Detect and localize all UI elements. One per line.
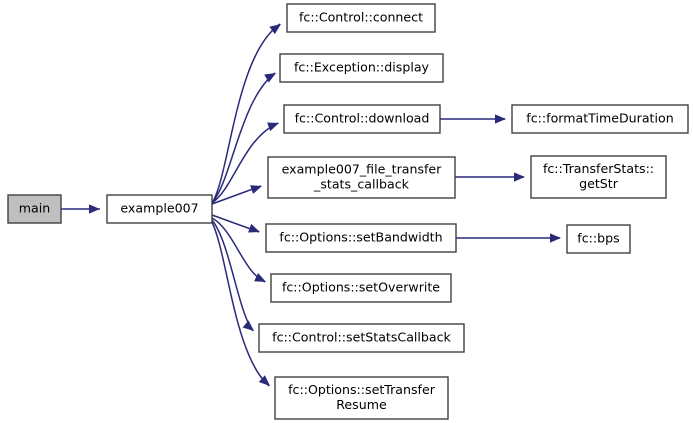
arrow-example007-setBandwidth <box>248 223 260 233</box>
node-stats_callback[interactable]: example007_file_transfer_stats_callback <box>267 156 456 199</box>
arrow-example007-display <box>264 73 276 83</box>
arrow-example007-connect <box>269 24 281 35</box>
edge-example007-to-setStatsCallback <box>211 219 254 332</box>
node-label-setTransferResume: Resume <box>336 397 387 412</box>
node-label-main: main <box>19 201 50 216</box>
node-label-formatTimeDuration: fc::formatTimeDuration <box>526 111 673 126</box>
node-box-bps[interactable] <box>566 224 631 254</box>
node-bps[interactable]: fc::bps <box>566 224 631 254</box>
node-label-stats_callback: _stats_callback <box>313 177 410 192</box>
arrow-main-example007 <box>89 204 100 214</box>
edge-example007-to-setOverwrite <box>211 217 266 283</box>
edges-layer <box>61 23 560 387</box>
arrow-example007-setOverwrite <box>254 273 266 282</box>
node-display[interactable]: fc::Exception::display <box>279 53 444 83</box>
arrow-stats_callback-getStr <box>514 172 525 182</box>
node-label-setStatsCallback: fc::Control::setStatsCallback <box>272 330 451 345</box>
node-label-bps: fc::bps <box>577 231 619 246</box>
node-box-stats_callback[interactable] <box>267 156 456 199</box>
node-formatTimeDuration[interactable]: fc::formatTimeDuration <box>511 104 689 134</box>
node-box-setBandwidth[interactable] <box>265 223 457 253</box>
node-box-setTransferResume[interactable] <box>274 376 449 420</box>
edge-example007-to-download <box>211 122 279 204</box>
node-box-main[interactable] <box>7 194 62 224</box>
node-label-stats_callback: example007_file_transfer <box>282 161 443 176</box>
node-label-connect: fc::Control::connect <box>299 10 423 25</box>
node-connect[interactable]: fc::Control::connect <box>286 3 436 33</box>
arrow-example007-setStatsCallback <box>242 320 254 331</box>
node-box-example007[interactable] <box>106 194 213 224</box>
arrowheads-layer <box>89 24 561 386</box>
edge-example007-to-setTransferResume <box>211 221 270 387</box>
node-main[interactable]: main <box>7 194 62 224</box>
node-label-setOverwrite: fc::Options::setOverwrite <box>282 280 440 295</box>
nodes-layer: main example007 fc::Control::connectfc::Ex… <box>7 3 689 420</box>
node-box-display[interactable] <box>279 53 444 83</box>
node-box-setStatsCallback[interactable] <box>258 323 465 353</box>
node-download[interactable]: fc::Control::download <box>283 104 441 134</box>
arrow-example007-download <box>267 122 279 132</box>
node-getStr[interactable]: fc::TransferStats::getStr <box>530 155 667 199</box>
edge-example007-to-display <box>211 72 276 204</box>
node-label-example007: example007 <box>120 201 198 216</box>
arrow-example007-setTransferResume <box>258 375 270 386</box>
node-label-setTransferResume: fc::Options::setTransfer <box>288 382 436 397</box>
node-label-getStr: fc::TransferStats:: <box>543 161 654 176</box>
node-box-getStr[interactable] <box>530 155 667 199</box>
node-label-setBandwidth: fc::Options::setBandwidth <box>279 230 442 245</box>
node-label-display: fc::Exception::display <box>294 60 430 75</box>
node-label-getStr: getStr <box>579 176 619 191</box>
arrow-example007-stats_callback <box>250 185 262 194</box>
node-box-download[interactable] <box>283 104 441 134</box>
node-setBandwidth[interactable]: fc::Options::setBandwidth <box>265 223 457 253</box>
arrow-setBandwidth-bps <box>550 233 561 243</box>
node-setOverwrite[interactable]: fc::Options::setOverwrite <box>270 273 452 303</box>
node-box-setOverwrite[interactable] <box>270 273 452 303</box>
node-box-formatTimeDuration[interactable] <box>511 104 689 134</box>
node-setStatsCallback[interactable]: fc::Control::setStatsCallback <box>258 323 465 353</box>
node-box-connect[interactable] <box>286 3 436 33</box>
arrow-download-formatTimeDuration <box>495 114 506 124</box>
edge-example007-to-connect <box>211 23 281 204</box>
node-label-download: fc::Control::download <box>295 111 430 126</box>
node-example007[interactable]: example007 <box>106 194 213 224</box>
